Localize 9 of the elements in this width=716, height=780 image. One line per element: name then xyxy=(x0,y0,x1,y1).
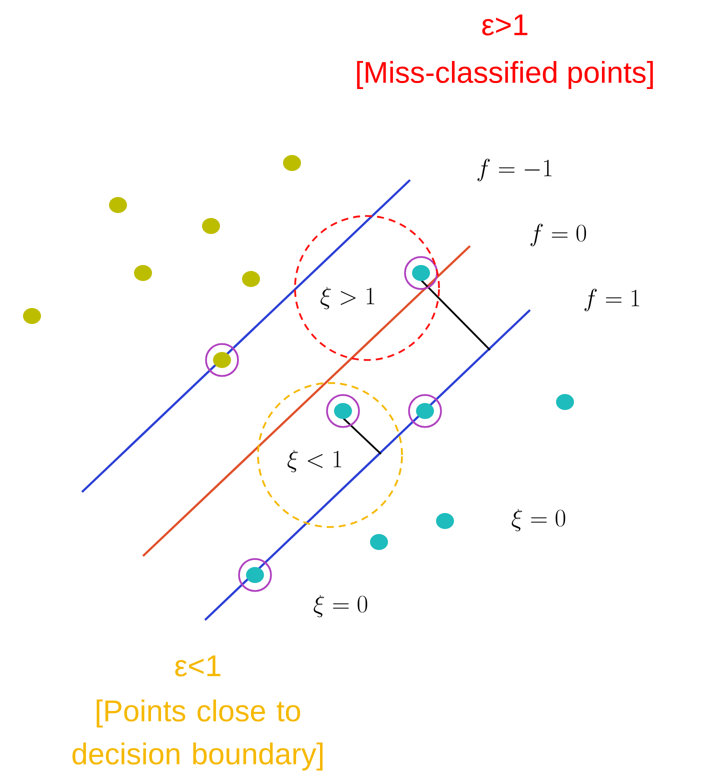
equation-label: $f = 1$ xyxy=(584,288,640,312)
caption-text: [Points close to decision boundary] xyxy=(72,700,323,770)
caption-text: ε<1 xyxy=(175,656,220,676)
title-text: ε>1 xyxy=(482,14,528,36)
equation-label: $\xi = 0$ xyxy=(512,508,566,532)
equation-label: $f = 0$ xyxy=(530,224,586,246)
title-text: [Miss-classified points] xyxy=(357,61,653,89)
equation-label: $\xi = 0$ xyxy=(314,594,368,618)
equation-label: $f = -1$ xyxy=(477,158,552,182)
